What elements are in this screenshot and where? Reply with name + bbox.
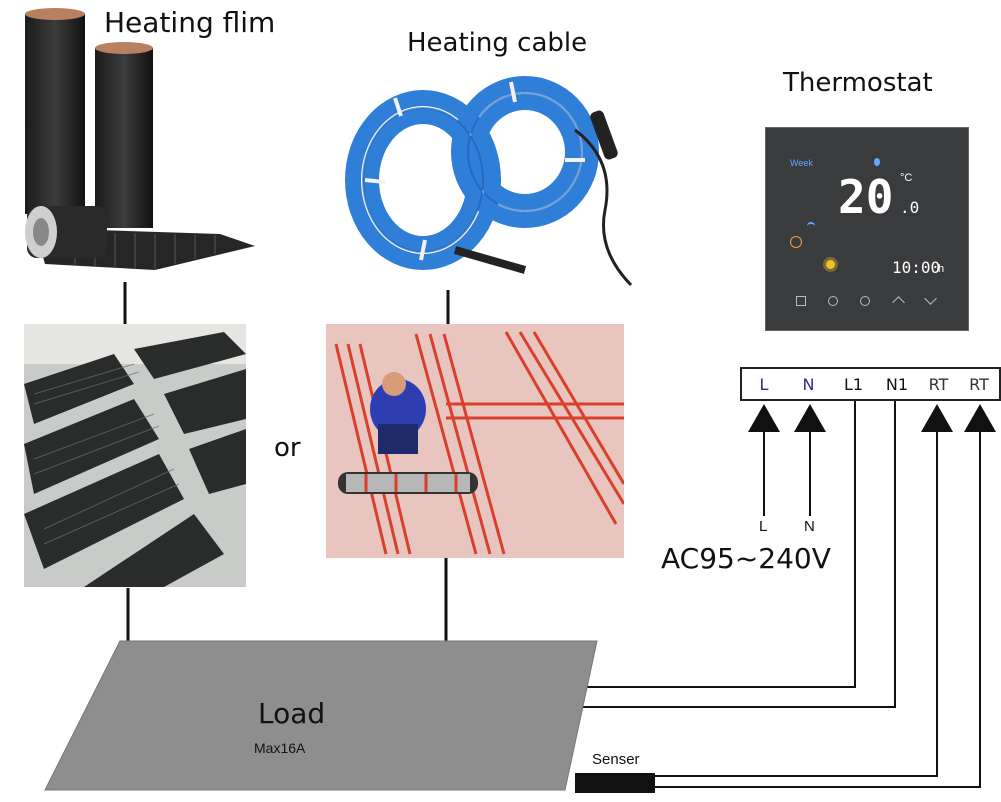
terminal-6: RT	[959, 367, 1001, 401]
heating-cable-title: Heating cable	[407, 28, 588, 58]
temperature-readout: 20	[838, 170, 894, 224]
power-touch-button[interactable]	[860, 296, 870, 306]
terminal-5: RT	[918, 367, 961, 401]
neutral-input-arrow-icon	[794, 404, 826, 432]
rt2-arrow-icon	[964, 404, 996, 432]
rt1-arrow-icon	[921, 404, 953, 432]
down-touch-button[interactable]	[924, 292, 937, 305]
thermostat-device: Week 20 .0 °C 10:00 h	[765, 127, 969, 331]
line-input-label: L	[759, 518, 768, 535]
wifi-icon	[807, 222, 815, 228]
clock-icon	[790, 236, 802, 248]
up-touch-button[interactable]	[892, 296, 905, 309]
sensor-label: Senser	[592, 751, 640, 768]
temperature-unit: °C	[900, 172, 913, 184]
voltage-label: AC95~240V	[661, 542, 831, 575]
or-label: or	[274, 433, 301, 463]
heating-film-product-image	[15, 8, 260, 276]
temperature-decimal: .0	[900, 198, 920, 217]
sensor-rt1-wire	[655, 428, 938, 777]
terminal-4: N1	[876, 367, 920, 401]
clock-touch-button[interactable]	[828, 296, 838, 306]
thermostat-title: Thermostat	[783, 68, 933, 98]
heating-film-title: Heating flim	[104, 6, 276, 39]
sensor-rt2-wire	[655, 428, 981, 788]
heating-cable-installed-photo	[326, 324, 624, 558]
load-max-current: Max16A	[254, 740, 306, 756]
time-suffix: h	[938, 263, 945, 275]
week-indicator: Week	[790, 158, 813, 168]
time-readout: 10:00	[892, 258, 941, 277]
menu-touch-button[interactable]	[796, 296, 806, 306]
terminal-3: L1	[831, 367, 878, 401]
heating-cable-product-image	[335, 70, 635, 290]
terminal-1: L	[740, 367, 788, 401]
sun-icon	[826, 260, 835, 269]
terminal-2: N	[786, 367, 833, 401]
drop-icon	[874, 158, 880, 166]
sensor-probe	[575, 773, 655, 793]
load-label: Load	[258, 697, 326, 730]
heating-film-installed-photo	[24, 324, 246, 587]
neutral-input-label: N	[804, 518, 815, 535]
line-input-arrow-icon	[748, 404, 780, 432]
